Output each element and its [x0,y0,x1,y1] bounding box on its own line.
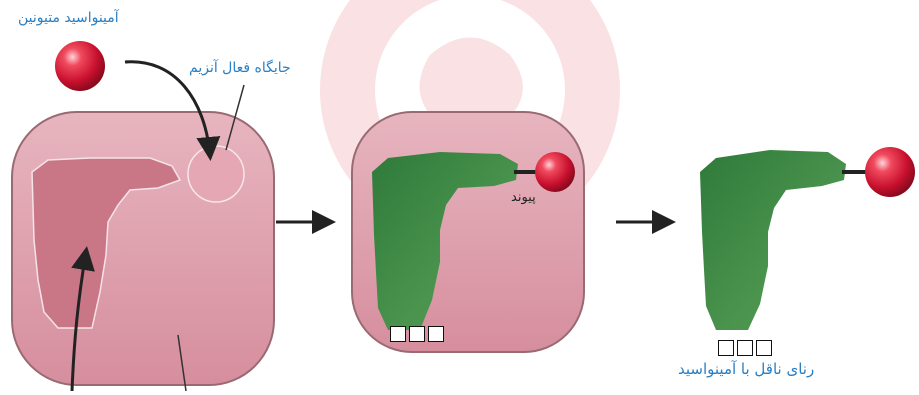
codon-box [718,340,734,356]
codon-box [756,340,772,356]
label-trna-with-amino: رنای ناقل با آمینواسید [678,360,814,378]
label-amino-acid: آمینواسید متیونین [18,10,119,26]
anticodon-boxes-2 [718,340,772,356]
charged-trna [700,147,915,330]
codon-box [737,340,753,356]
label-active-site: جایگاه فعال آنزیم [189,60,291,76]
anticodon-boxes-1 [390,326,444,342]
enzyme-complex [352,112,584,352]
trna-free [700,150,846,330]
enzyme [12,112,274,385]
codon-box [428,326,444,342]
amino-acid-ball-1 [55,41,105,91]
codon-box [390,326,406,342]
codon-box [409,326,425,342]
label-bond: پیوند [511,190,536,205]
amino-acid-ball-2 [535,152,575,192]
amino-acid-ball-3 [865,147,915,197]
active-site [188,146,244,202]
